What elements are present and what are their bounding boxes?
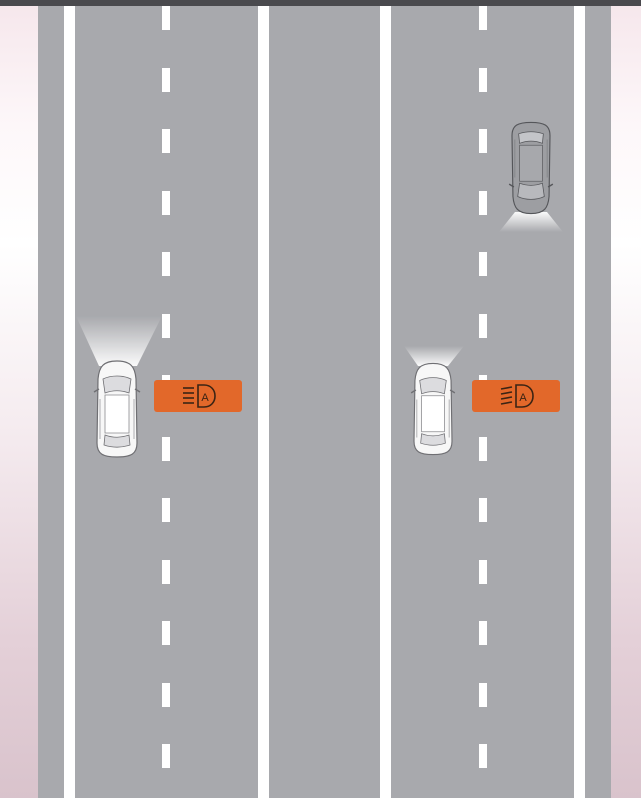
ego-car-left [94, 361, 140, 457]
oncoming-car [509, 122, 553, 213]
ego-car-right [411, 363, 455, 454]
indicator-letter: A [201, 392, 209, 404]
indicator-letter: A [519, 392, 527, 404]
auto-high-beam-indicator-right: A [472, 380, 560, 412]
auto-high-beam-indicator-left: A [154, 380, 242, 412]
auto-high-beam-icon: A [154, 380, 242, 412]
auto-low-beam-icon: A [472, 380, 560, 412]
oncoming-headlight-beam [499, 212, 563, 232]
high-beam-light [76, 316, 162, 366]
